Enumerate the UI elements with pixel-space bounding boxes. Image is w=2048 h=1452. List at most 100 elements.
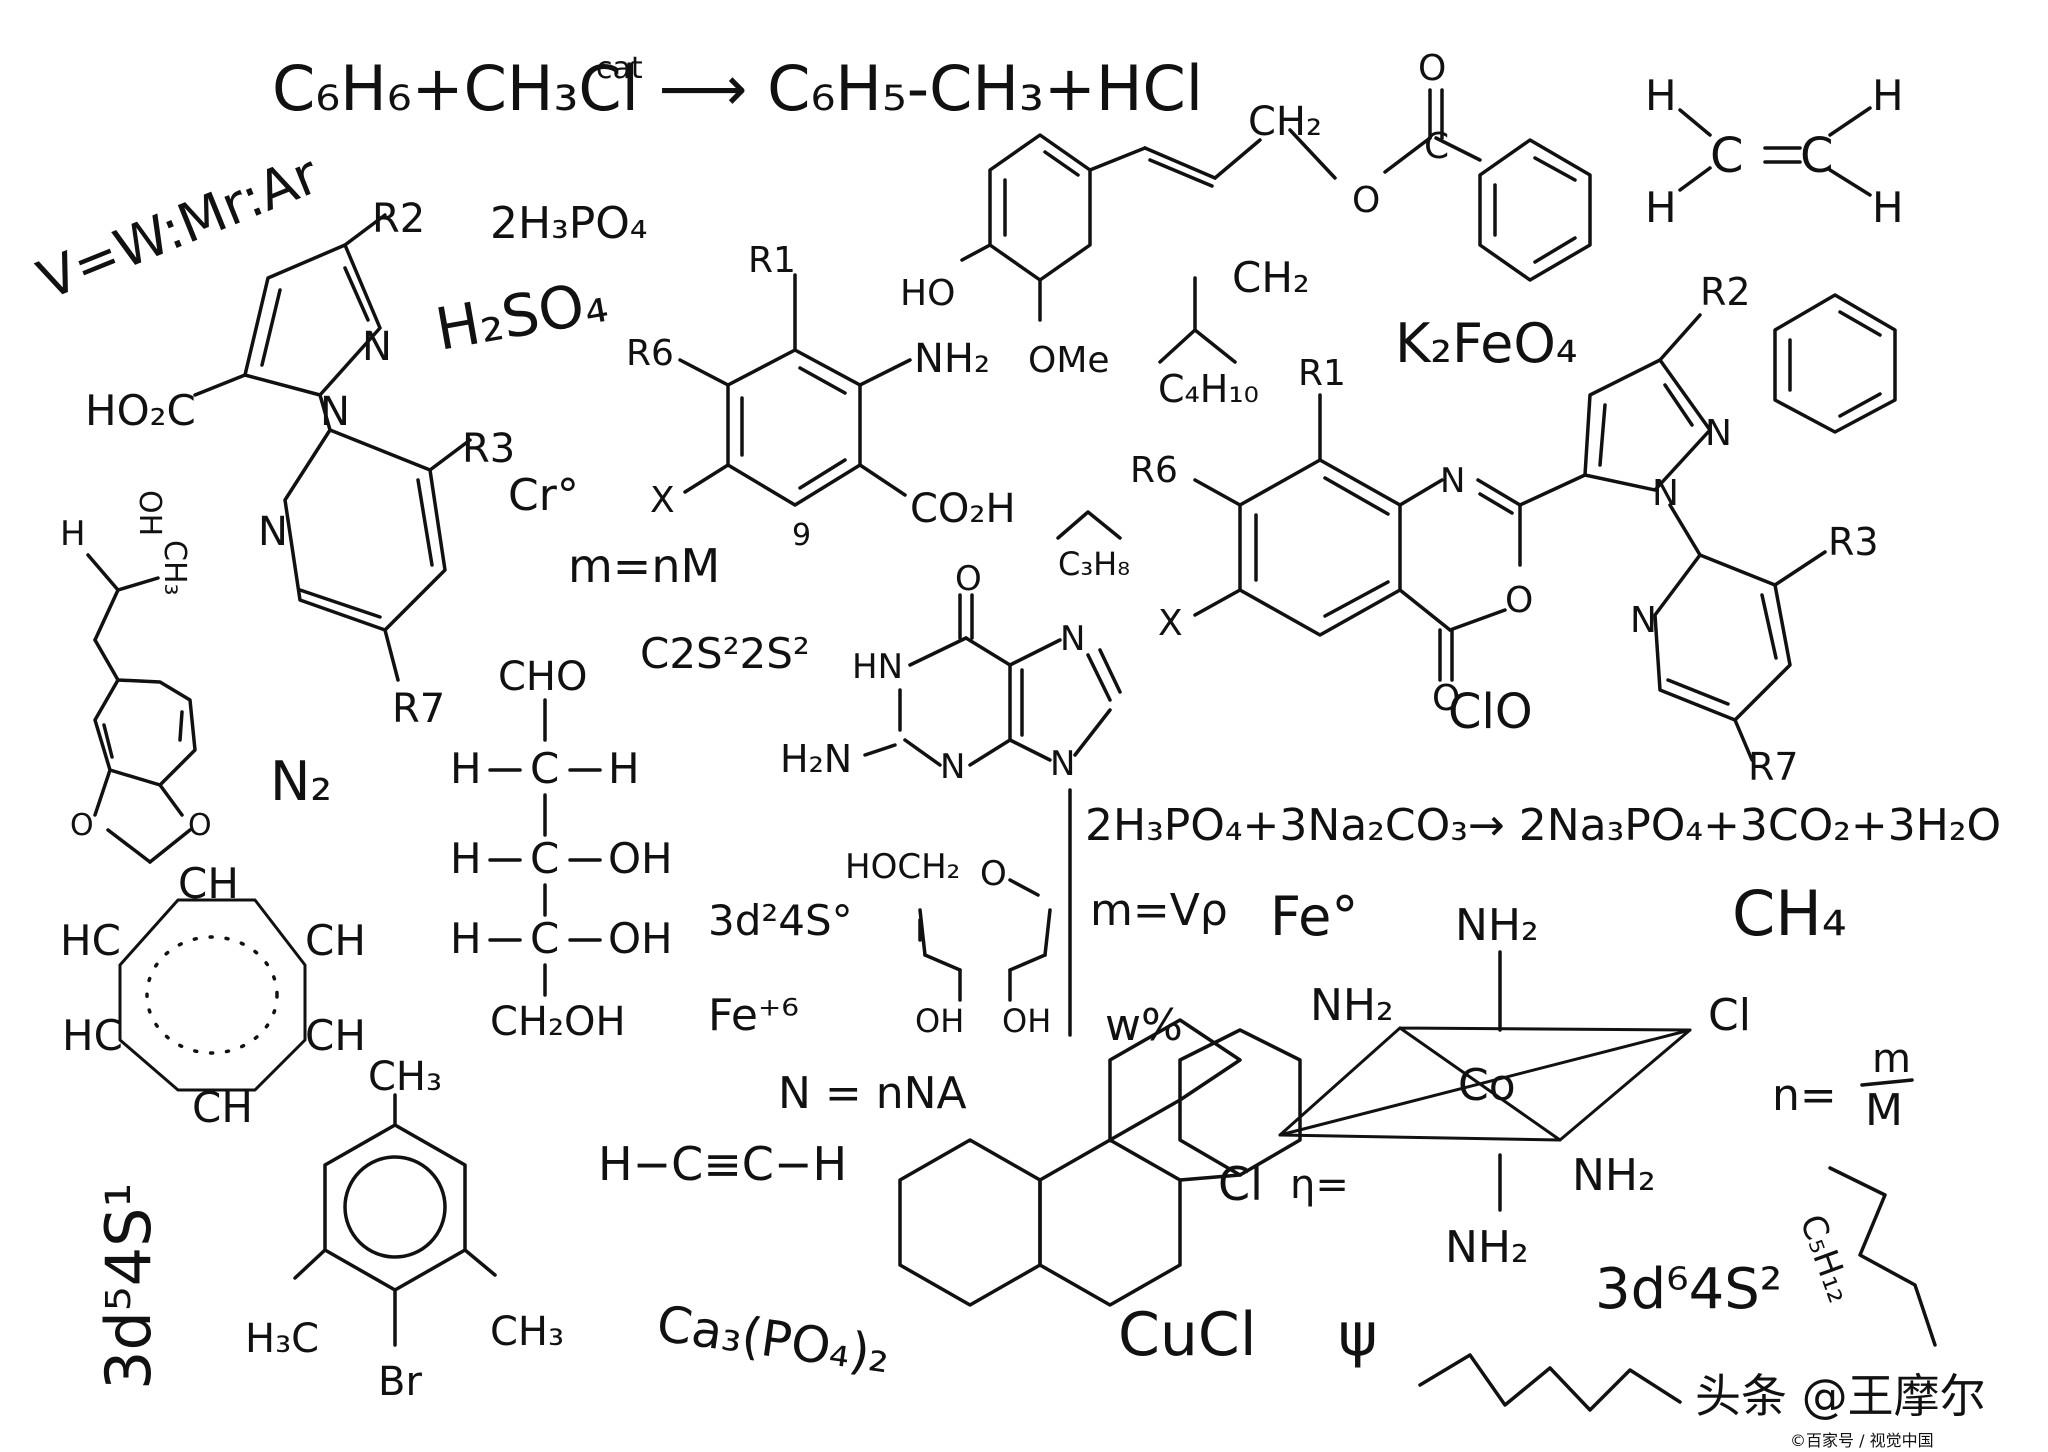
- substituted-benzene-center: R1 R6 NH₂ X CO₂H 9: [626, 240, 1016, 553]
- watermark-main: 头条 @王摩尔: [1695, 1369, 1986, 1423]
- label-n: N: [1060, 619, 1085, 659]
- efficiency-symbol: η=: [1290, 1162, 1349, 1208]
- label-r6: R6: [1130, 450, 1178, 491]
- label-r3: R3: [1828, 520, 1879, 564]
- iron-zero-symbol: Fe°: [1270, 885, 1358, 948]
- label-oh: OH: [132, 490, 167, 536]
- psi-symbol: ψ: [1338, 1300, 1378, 1370]
- label-r3: R3: [462, 426, 515, 472]
- label-ch2: CH₂: [1248, 99, 1322, 145]
- label-ome: OMe: [1028, 340, 1110, 381]
- n-equals: n=: [1772, 1070, 1837, 1121]
- label-o: O: [1352, 180, 1380, 221]
- label-o: O: [70, 808, 94, 843]
- benzoxazinone-structure: R1 R6 X N O O: [1130, 353, 1587, 719]
- methane-formula: CH₄: [1732, 877, 1847, 950]
- label-r2: R2: [1700, 270, 1751, 314]
- chloride-label: Cl: [1218, 1157, 1263, 1211]
- mass-formula-mnm: m=nM: [568, 539, 720, 593]
- label-h: H: [60, 514, 86, 554]
- pentane-formula: C₅H₁₂: [1792, 1209, 1860, 1307]
- label-h: H: [608, 744, 640, 793]
- label-c: C: [530, 834, 559, 883]
- label-cho: CHO: [498, 654, 588, 700]
- potassium-ferrate-formula: K₂FeO₄: [1395, 312, 1578, 375]
- molar-formula-fraction: n= m M: [1772, 1036, 1914, 1136]
- label-ch3: CH₃: [157, 540, 192, 596]
- ethylene-structure: H H C C H H: [1645, 71, 1904, 232]
- catalyst-label: cat: [596, 51, 643, 86]
- label-n: N: [940, 747, 965, 787]
- label-nh2: NH₂: [1572, 1150, 1656, 1201]
- pentane-zigzag: C₅H₁₂: [1792, 1166, 1937, 1347]
- label-h: H: [450, 744, 482, 793]
- iron-6-ion: Fe⁺⁶: [708, 990, 799, 1041]
- label-c: C: [1424, 126, 1449, 167]
- electron-config-3d5-4s1: 3d⁵4S¹: [92, 1183, 165, 1390]
- label-c: C: [530, 914, 559, 963]
- label-nh2: NH₂: [914, 336, 990, 382]
- phosphoric-acid-formula: 2H₃PO₄: [490, 198, 648, 249]
- label-o: O: [188, 808, 212, 843]
- label-co2h: CO₂H: [910, 486, 1016, 532]
- electron-config-3d6-4s2: 3d⁶4S²: [1595, 1257, 1782, 1322]
- label-ch: CH: [192, 1083, 253, 1132]
- label-c: C: [1800, 128, 1834, 184]
- fraction-denominator: M: [1865, 1085, 1903, 1136]
- label-o: O: [1505, 580, 1533, 621]
- label-n: N: [1440, 461, 1465, 501]
- label-n: N: [362, 324, 392, 370]
- cinnamyl-benzoate-structure: HO OMe CH₂ O O C: [900, 48, 1592, 381]
- label-br: Br: [378, 1359, 422, 1405]
- label-h: H: [1645, 183, 1677, 232]
- label-hn: HN: [852, 647, 903, 687]
- guanine-structure: O HN N H₂N N N: [780, 559, 1122, 787]
- watermark: 头条 @王摩尔 ©百家号 / 视觉中国: [1695, 1369, 1986, 1450]
- label-ch2oh: CH₂OH: [490, 999, 626, 1045]
- label-hc: HC: [62, 1011, 123, 1060]
- ratio-formula: V=W:Mr:Ar: [29, 143, 328, 313]
- label-nh2: NH₂: [1310, 980, 1394, 1031]
- calcium-phosphate-formula: Ca₃(PO₄)₂: [653, 1294, 893, 1384]
- label-r6: R6: [626, 333, 674, 374]
- label-o: O: [955, 559, 982, 599]
- benzene-hexagon-right: [1773, 293, 1897, 434]
- label-r2: R2: [372, 196, 425, 242]
- acetylene-formula: H−C≡C−H: [598, 1137, 847, 1191]
- label-n: N: [1050, 744, 1075, 784]
- equation-text: C₆H₆+CH₃Cl ⟶ C₆H₅-CH₃+HCl: [272, 52, 1203, 125]
- label-r1: R1: [1298, 353, 1346, 394]
- phosphate-reaction: 2H₃PO₄+3Na₂CO₃→ 2Na₃PO₄+3CO₂+3H₂O: [1085, 800, 2001, 851]
- sulfuric-acid-formula: H₂SO₄: [431, 267, 613, 364]
- propane-structure: C₃H₈: [1056, 510, 1130, 583]
- label-h3c: H₃C: [245, 1316, 319, 1362]
- pyrazole-pyridine-right: R2 N N N R3 R7: [1583, 270, 1879, 789]
- label-h: H: [1645, 71, 1677, 120]
- chromium-symbol: Cr°: [508, 470, 579, 521]
- label-o: O: [980, 854, 1007, 894]
- label-ch3: CH₃: [368, 1054, 442, 1100]
- cuprous-chloride-formula: CuCl: [1118, 1300, 1257, 1370]
- label-r7: R7: [392, 686, 445, 732]
- label-hc: HC: [60, 916, 121, 965]
- label-nine: 9: [792, 518, 811, 553]
- particle-formula: N = nNA: [778, 1068, 967, 1119]
- electron-config-3d2-4s0: 3d²4S°: [708, 896, 853, 945]
- label-oh: OH: [1002, 1002, 1051, 1040]
- label-h: H: [450, 914, 482, 963]
- label-oh: OH: [608, 914, 673, 963]
- label-h: H: [1872, 71, 1904, 120]
- label-n: N: [258, 509, 288, 555]
- label-nh2: NH₂: [1455, 900, 1539, 951]
- label-n: N: [1705, 413, 1732, 454]
- hypochlorite-formula: ClO: [1448, 684, 1533, 740]
- c2s-formula: C2S²2S²: [640, 629, 810, 678]
- nitrogen-formula: N₂: [270, 750, 332, 813]
- bromomesitylene-structure: CH₃ CH₃ H₃C Br: [245, 1054, 564, 1405]
- label-o: O: [1432, 678, 1460, 719]
- aromatic-ch-ring: CH HC CH HC CH CH: [60, 859, 366, 1132]
- label-ch: CH: [305, 1011, 366, 1060]
- alkane-zigzag: [1418, 1353, 1682, 1412]
- label-nh2: NH₂: [1445, 1222, 1529, 1273]
